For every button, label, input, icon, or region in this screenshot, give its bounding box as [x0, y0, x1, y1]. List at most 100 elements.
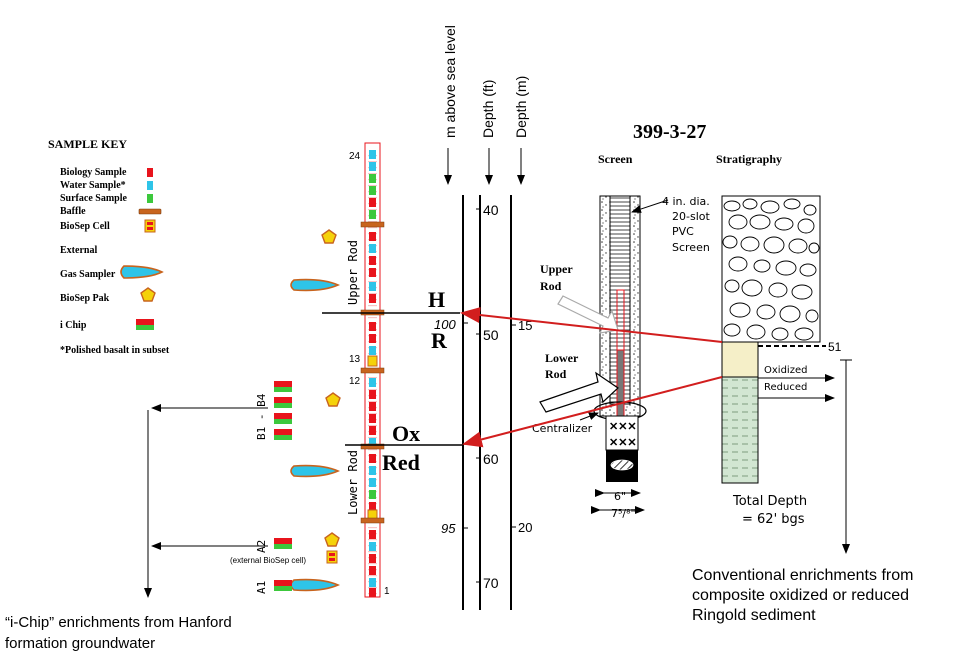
depth-m-axis-title: Depth (m) — [513, 76, 529, 138]
stratigraphy-column: 51 Oxidized Reduced Total Depth = 62' bg… — [721, 195, 852, 554]
upper-rod-note-1: Upper — [540, 262, 573, 276]
rod-separator — [368, 209, 377, 211]
zone-ox-label: Ox — [392, 421, 420, 446]
biology-sample — [369, 198, 376, 207]
gravel-clast — [746, 324, 766, 340]
zone-h-label: H — [428, 287, 445, 312]
centralizer-label: Centralizer — [532, 422, 593, 435]
rod-separator — [368, 377, 377, 379]
rod-number-1: 1 — [384, 586, 390, 597]
a2-note: (external BioSep cell) — [230, 556, 306, 565]
conventional-caption-line3: Ringold sediment — [692, 607, 816, 624]
rod-separator — [368, 173, 377, 175]
zone-red-label: Red — [382, 450, 420, 475]
sump — [605, 415, 639, 451]
gravel-clast — [763, 236, 785, 254]
key-surface-label: Surface Sample — [60, 193, 128, 204]
rod-separator — [368, 185, 377, 187]
m-tick-15: 15 — [518, 318, 532, 333]
gas-sampler-icon — [120, 265, 164, 279]
water-sample — [369, 150, 376, 159]
water-sample — [369, 438, 376, 447]
gravel-clast — [723, 323, 741, 337]
gravel-clast — [742, 198, 758, 210]
a1-label: A1 — [255, 581, 268, 594]
msl-tick-95: 95 — [441, 521, 456, 536]
rod-separator — [368, 425, 377, 427]
key-ichip-label: i Chip — [60, 320, 87, 331]
baffle — [360, 517, 385, 524]
screen-note-4: Screen — [672, 241, 710, 254]
oxidized-label: Oxidized — [764, 365, 807, 376]
surface-sample-icon — [147, 194, 153, 203]
gravel-clast — [723, 200, 741, 212]
depth-ft-axis-title: Depth (ft) — [480, 80, 496, 138]
screen-note-1: 4 in. dia. — [662, 195, 710, 208]
key-baffle-label: Baffle — [60, 206, 86, 217]
ichip-caption-line1: “i-Chip” enrichments from Hanford — [5, 614, 232, 631]
rod-separator — [368, 161, 377, 163]
lower-rod-in-well — [616, 349, 625, 417]
biosep-pak-icon — [325, 392, 341, 407]
msl-tick-100: 100 — [434, 317, 456, 332]
biosep-pak-icon — [324, 532, 340, 547]
key-external-label: External — [60, 245, 97, 256]
rod-number-24: 24 — [349, 151, 361, 162]
b1-b4-label: B1 - B4 — [255, 393, 268, 440]
gravel-clast — [724, 279, 740, 293]
key-biosep-pak-label: BioSep Pak — [60, 293, 110, 304]
water-sample — [369, 378, 376, 387]
lower-rod-note-2: Rod — [545, 367, 567, 381]
lower-rod-pointer — [539, 371, 619, 413]
gravel-clast — [756, 304, 776, 320]
gas-sampler-icon — [290, 278, 340, 292]
gravel-clast — [722, 235, 738, 249]
gravel-clast — [768, 282, 788, 298]
rod-separator — [368, 449, 377, 451]
gravel-clast — [794, 327, 814, 341]
rod-column: 24 13 12 1 Upper Rod Lower Rod — [346, 142, 390, 598]
water-sample — [369, 542, 376, 551]
rod-separator — [368, 221, 377, 223]
biosep-cell-icon — [144, 219, 156, 233]
sample-key: SAMPLE KEY Biology Sample Water Sample* … — [48, 137, 170, 356]
gravel-clast — [799, 263, 817, 277]
conventional-caption-line1: Conventional enrichments from — [692, 567, 913, 584]
lower-rod-label: Lower Rod — [346, 450, 360, 515]
gravel-clast — [740, 236, 760, 252]
gravel-clasts — [722, 198, 820, 341]
zone-r-label: R — [431, 328, 448, 353]
gravel-clast — [805, 309, 819, 323]
screen-note-3: PVC — [672, 225, 694, 238]
biology-sample — [369, 402, 376, 411]
reduced-layer — [721, 376, 759, 484]
rod-separator — [368, 293, 377, 295]
gravel-clast — [779, 305, 801, 323]
rod-separator — [368, 437, 377, 439]
rod-separator — [368, 551, 377, 553]
biology-sample — [369, 566, 376, 575]
well-schematic: ✕✕✕ ✕✕✕ 6" 7⁵/⁸" 4 in. dia. 20-slot PVC … — [532, 195, 710, 520]
gravel-clast — [791, 284, 813, 300]
biology-sample — [369, 390, 376, 399]
ft-tick-60: 60 — [483, 451, 499, 467]
ichip-bracket — [144, 404, 268, 598]
gravel-clast — [729, 302, 751, 318]
outer-diameter-label: 7⁵/⁸" — [611, 507, 636, 520]
biology-sample — [369, 426, 376, 435]
water-sample — [369, 346, 376, 355]
rod-separator — [368, 317, 377, 319]
key-biosep-cell-label: BioSep Cell — [60, 221, 110, 232]
reduced-label: Reduced — [764, 382, 807, 393]
biosep-pak-icon — [140, 287, 156, 302]
screen-header: Screen — [598, 152, 633, 166]
baffle — [360, 221, 385, 228]
m-tick-20: 20 — [518, 520, 532, 535]
rod-separator — [368, 527, 377, 529]
biology-sample — [369, 530, 376, 539]
biology-sample — [369, 294, 376, 303]
water-sample — [369, 578, 376, 587]
axes: m above sea level Depth (ft) Depth (m) 4… — [434, 25, 532, 610]
biology-sample — [369, 414, 376, 423]
